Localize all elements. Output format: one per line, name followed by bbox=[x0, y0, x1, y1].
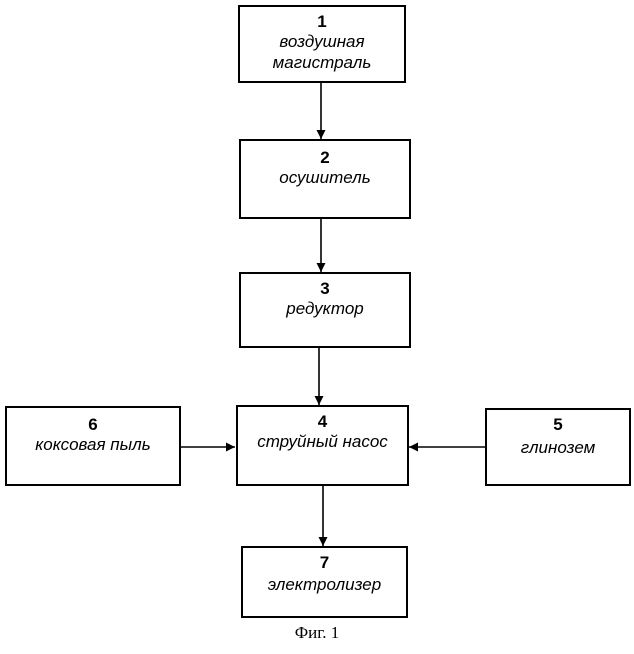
block-2-number: 2 bbox=[241, 149, 409, 167]
figure-caption: Фиг. 1 bbox=[0, 623, 634, 643]
block-4-label: струйный насос bbox=[238, 431, 407, 452]
block-air-line: 1 воздушная магистраль bbox=[238, 5, 406, 83]
block-3-label: редуктор bbox=[241, 298, 409, 319]
block-7-number: 7 bbox=[243, 554, 406, 572]
block-jet-pump: 4 струйный насос bbox=[236, 405, 409, 486]
block-6-number: 6 bbox=[7, 416, 179, 434]
block-1-number: 1 bbox=[240, 13, 404, 31]
block-4-number: 4 bbox=[238, 413, 407, 431]
block-1-label-line1: воздушная bbox=[240, 31, 404, 52]
block-3-number: 3 bbox=[241, 280, 409, 298]
block-5-number: 5 bbox=[487, 416, 629, 434]
block-2-label: осушитель bbox=[241, 167, 409, 188]
block-alumina: 5 глинозем bbox=[485, 408, 631, 486]
block-electrolyzer: 7 электролизер bbox=[241, 546, 408, 618]
block-5-label: глинозем bbox=[487, 437, 629, 458]
block-1-label-line2: магистраль bbox=[240, 52, 404, 73]
block-reducer: 3 редуктор bbox=[239, 272, 411, 348]
block-6-label: коксовая пыль bbox=[7, 434, 179, 455]
block-7-label: электролизер bbox=[243, 574, 406, 595]
block-coke-dust: 6 коксовая пыль bbox=[5, 406, 181, 486]
block-dryer: 2 осушитель bbox=[239, 139, 411, 219]
